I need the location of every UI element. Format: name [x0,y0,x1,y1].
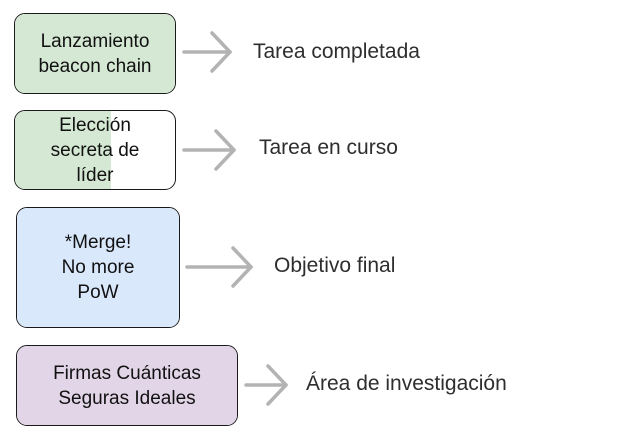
status-box-completed: Lanzamiento beacon chain [14,13,176,94]
legend-description: Tarea completada [253,40,420,63]
status-box-fill [17,346,237,425]
right-arrow-icon [185,245,255,289]
legend-description: Objetivo final [274,254,396,277]
right-arrow-icon [182,30,234,74]
status-box-final-goal: *Merge! No more PoW [16,207,180,328]
legend-description: Tarea en curso [259,136,398,159]
status-box-label: Lanzamiento beacon chain [38,30,152,77]
status-box-research-area: Firmas Cuánticas Seguras Ideales [16,345,238,426]
right-arrow-icon [182,128,238,172]
status-box-label: Firmas Cuánticas Seguras Ideales [53,362,201,409]
status-box-label: *Merge! No more PoW [61,232,135,303]
right-arrow-icon [244,363,290,407]
legend-description: Área de investigación [306,372,507,395]
status-box-fill [15,111,111,189]
status-box-fill [17,208,179,327]
status-box-in-progress: Elección secreta de líder [14,110,176,190]
status-box-label: Elección secreta de líder [50,114,140,186]
status-box-fill [15,14,175,93]
